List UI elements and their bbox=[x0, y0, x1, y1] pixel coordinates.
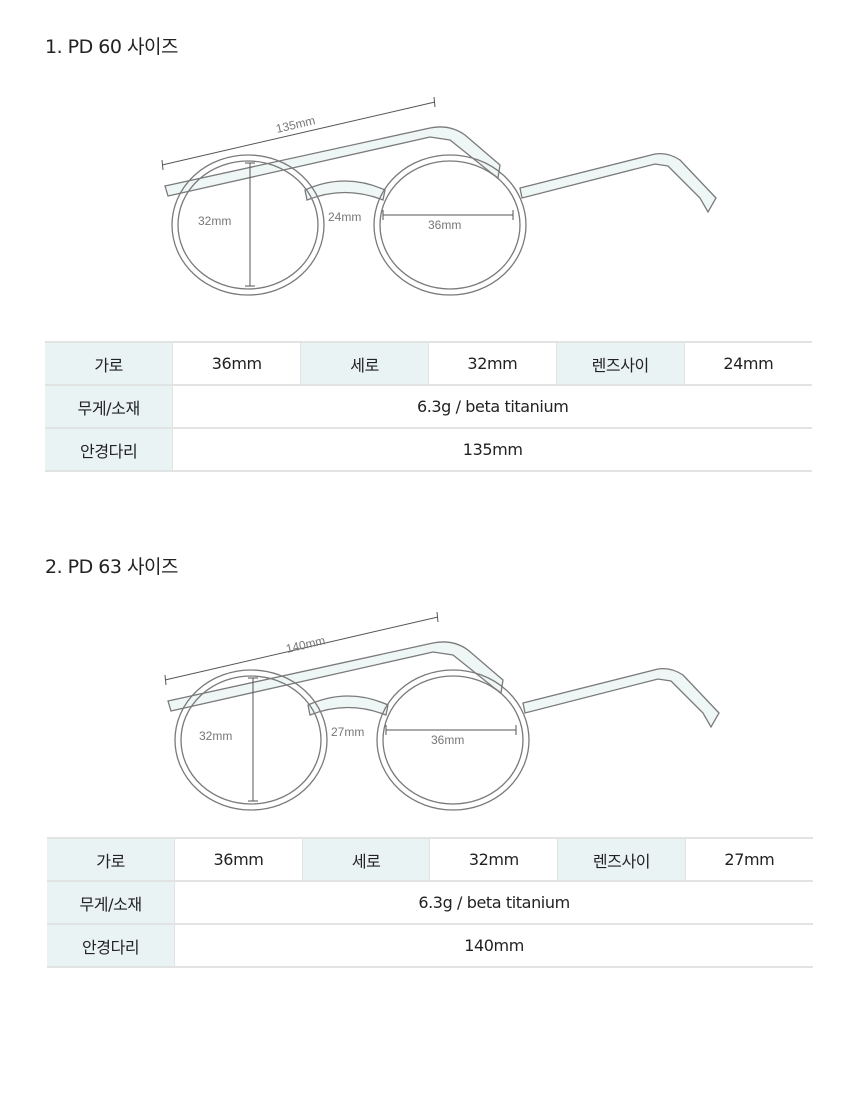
left-lens bbox=[171, 154, 325, 296]
spec-value-cell: 6.3g / beta titanium bbox=[172, 384, 812, 429]
spec-label-cell: 세로 bbox=[301, 837, 430, 882]
section-title: 1. PD 60 사이즈 bbox=[45, 36, 178, 58]
right-temple bbox=[519, 152, 717, 214]
spec-value-cell: 36mm bbox=[172, 341, 301, 386]
spec-table: 가로 36mm 세로 32mm 렌즈사이 24mm 무게/소재 6.3g / b… bbox=[45, 341, 812, 472]
back-temple bbox=[164, 126, 501, 197]
lens-height-label: 32mm bbox=[198, 214, 231, 228]
spec-value-cell: 24mm bbox=[683, 341, 812, 386]
table-row: 가로 36mm 세로 32mm 렌즈사이 24mm bbox=[45, 341, 812, 386]
bridge-label: 27mm bbox=[331, 725, 364, 739]
spec-label-cell: 렌즈사이 bbox=[555, 341, 685, 386]
bridge bbox=[304, 180, 386, 201]
spec-label-cell: 렌즈사이 bbox=[557, 837, 686, 882]
lens-width-label: 36mm bbox=[431, 733, 464, 747]
glasses-diagram: 135mm 32mm 24mm 36mm bbox=[161, 96, 717, 296]
spec-value-cell: 32mm bbox=[427, 341, 557, 386]
lens-width-label: 36mm bbox=[428, 218, 461, 232]
glasses-diagram: 140mm 32mm 27mm 36mm bbox=[164, 611, 720, 811]
bridge-label: 24mm bbox=[328, 210, 361, 224]
section-title: 2. PD 63 사이즈 bbox=[45, 556, 178, 578]
spec-label-cell: 무게/소재 bbox=[47, 880, 175, 925]
table-row: 가로 36mm 세로 32mm 렌즈사이 27mm bbox=[47, 837, 813, 882]
spec-value-cell: 140mm bbox=[174, 923, 813, 968]
spec-label-cell: 안경다리 bbox=[45, 427, 173, 472]
spec-label-cell: 가로 bbox=[47, 837, 175, 882]
spec-value-cell: 36mm bbox=[174, 837, 303, 882]
spec-value-cell: 6.3g / beta titanium bbox=[174, 880, 813, 925]
table-row: 무게/소재 6.3g / beta titanium bbox=[45, 384, 812, 429]
table-row: 무게/소재 6.3g / beta titanium bbox=[47, 880, 813, 925]
spec-label-cell: 세로 bbox=[300, 341, 429, 386]
spec-table: 가로 36mm 세로 32mm 렌즈사이 27mm 무게/소재 6.3g / b… bbox=[47, 837, 813, 968]
right-lens bbox=[373, 154, 527, 296]
table-row: 안경다리 140mm bbox=[47, 923, 813, 968]
spec-value-cell: 135mm bbox=[172, 427, 812, 472]
temple-length-label: 135mm bbox=[274, 113, 316, 136]
spec-label-cell: 가로 bbox=[45, 341, 173, 386]
lens-height-label: 32mm bbox=[199, 729, 232, 743]
table-row: 안경다리 135mm bbox=[45, 427, 812, 472]
temple-length-label: 140mm bbox=[284, 633, 326, 656]
spec-label-cell: 무게/소재 bbox=[45, 384, 173, 429]
spec-label-cell: 안경다리 bbox=[47, 923, 175, 968]
spec-value-cell: 27mm bbox=[684, 837, 813, 882]
spec-value-cell: 32mm bbox=[429, 837, 558, 882]
